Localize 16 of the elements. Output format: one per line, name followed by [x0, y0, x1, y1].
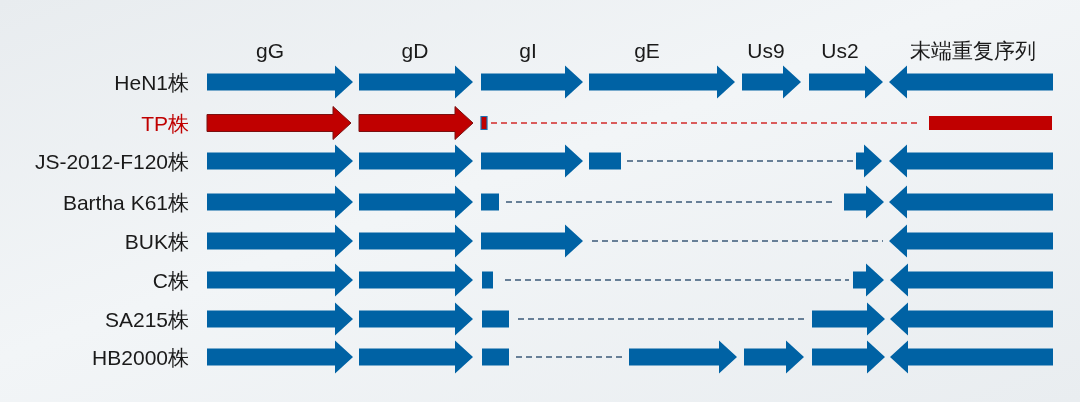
- strain-label: JS-2012-F120株: [34, 150, 189, 172]
- strain-label: Bartha K61株: [62, 191, 189, 213]
- gene-label: gE: [634, 40, 660, 61]
- gene-label: gG: [256, 40, 284, 61]
- gene-label: 末端重复序列: [910, 40, 1036, 61]
- strain-label: SA215株: [104, 308, 189, 330]
- gene-label: Us2: [821, 40, 859, 61]
- gene-label: gD: [401, 40, 429, 61]
- strain-label: BUK株: [124, 230, 189, 252]
- terminal-repeat-bar: [929, 116, 1052, 130]
- gene-label: gI: [519, 40, 537, 61]
- strain-label: HB2000株: [92, 346, 189, 368]
- strain-label: HeN1株: [114, 71, 189, 93]
- strain-label: C株: [152, 269, 189, 291]
- gene-label: Us9: [747, 40, 785, 61]
- strain-label: TP株: [141, 112, 189, 134]
